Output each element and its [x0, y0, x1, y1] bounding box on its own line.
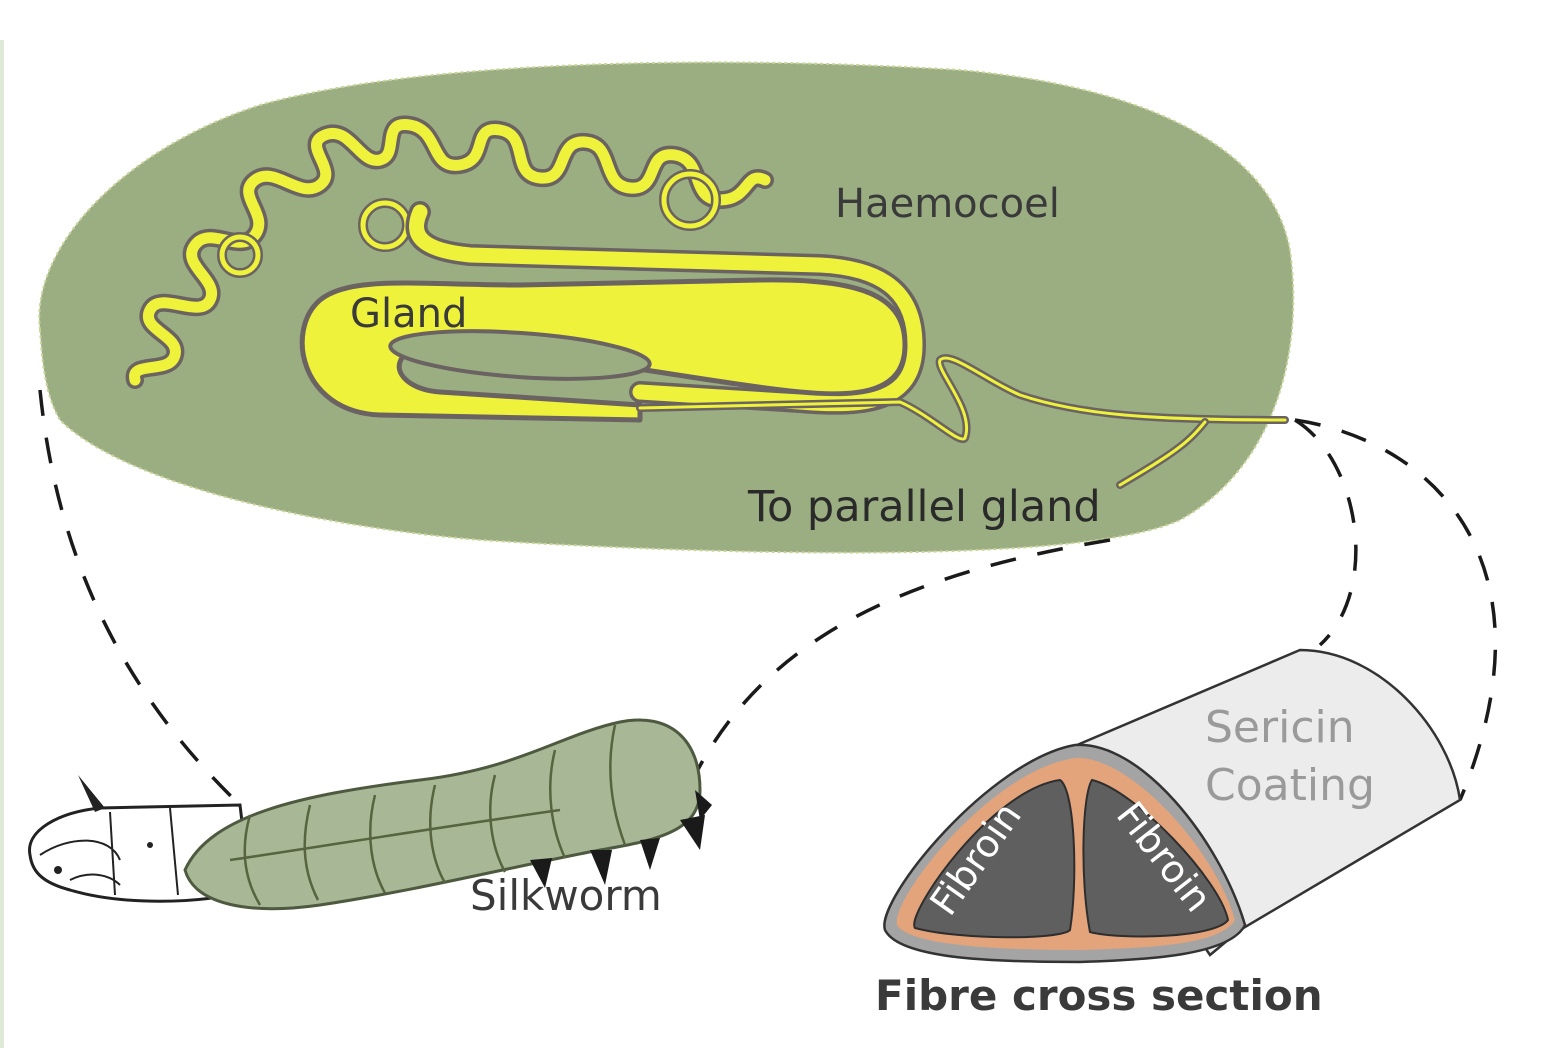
- label-haemocoel: Haemocoel: [835, 181, 1060, 227]
- connector-center: [690, 540, 1110, 785]
- label-fibre-cross-section: Fibre cross section: [875, 971, 1323, 1020]
- label-coating: Coating: [1205, 760, 1375, 811]
- connector-right-inner: [1295, 420, 1356, 645]
- label-gland: Gland: [350, 291, 467, 337]
- label-silkworm: Silkworm: [470, 871, 662, 920]
- label-to-parallel-gland: To parallel gland: [747, 482, 1101, 532]
- label-sericin: Sericin: [1205, 702, 1355, 753]
